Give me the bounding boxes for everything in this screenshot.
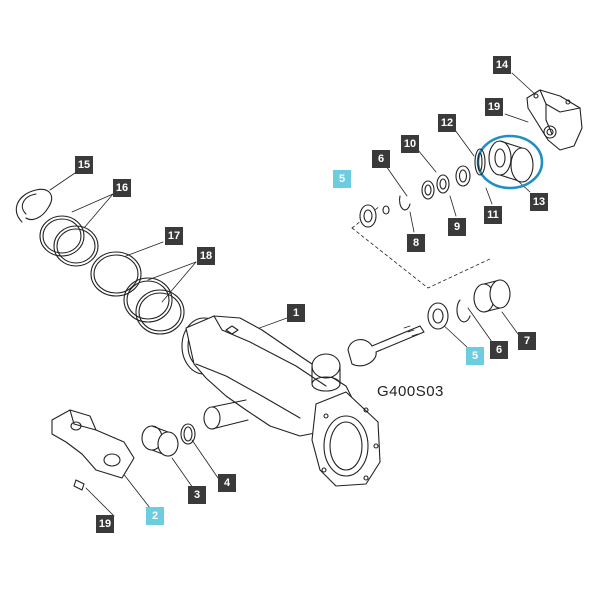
- part-6-snap-ring-lower: [456, 299, 471, 323]
- part-10-washer: [436, 174, 450, 194]
- callout-2-highlighted: 2: [146, 507, 164, 525]
- callout-5-lower-highlighted: 5: [466, 347, 484, 365]
- callout-6-lower: 6: [490, 341, 508, 359]
- part-1-axle-housing: [181, 315, 381, 487]
- drawing-code-label: G400S03: [377, 383, 444, 400]
- callout-12: 12: [438, 114, 456, 132]
- callout-14: 14: [493, 56, 511, 74]
- callout-11: 11: [484, 206, 502, 224]
- callout-6: 6: [372, 150, 390, 168]
- callout-7: 7: [518, 332, 536, 350]
- callout-18: 18: [197, 247, 215, 265]
- part-14-bracket: [526, 89, 583, 151]
- part-18-ring-a: [123, 277, 173, 323]
- part-7-bushing: [473, 279, 511, 313]
- part-11-bearing: [455, 165, 471, 187]
- part-6-snap-ring-top: [399, 195, 411, 211]
- part-16-ring-a: [39, 215, 85, 257]
- part-12-seal: [474, 148, 486, 176]
- part-17-ring: [90, 251, 142, 297]
- part-9-washer: [421, 180, 435, 200]
- part-18-ring-b: [135, 289, 185, 335]
- part-19-grease-nipple: [73, 479, 85, 491]
- part-3-bushing: [141, 425, 179, 457]
- callout-9: 9: [448, 218, 466, 236]
- part-8-pin: [382, 205, 390, 215]
- callout-4: 4: [218, 474, 236, 492]
- part-2-bracket: [51, 409, 135, 479]
- callout-19-lower: 19: [96, 515, 114, 533]
- leader-lines: [49, 72, 539, 517]
- callout-10: 10: [401, 135, 419, 153]
- part-4-seal-ring: [180, 423, 196, 445]
- part-15-circlip: [15, 188, 53, 223]
- callout-15: 15: [75, 156, 93, 174]
- callout-1: 1: [287, 304, 305, 322]
- part-5-bearing-top: [359, 204, 377, 228]
- callout-5-highlighted: 5: [333, 170, 351, 188]
- callout-17: 17: [165, 227, 183, 245]
- callout-16: 16: [113, 179, 131, 197]
- part-13-bushing: [488, 140, 534, 183]
- callout-3: 3: [188, 486, 206, 504]
- callout-8: 8: [407, 234, 425, 252]
- drive-shaft: [347, 325, 425, 367]
- part-16-ring-b: [53, 225, 99, 267]
- callout-13: 13: [530, 193, 548, 211]
- part-5-bearing-lower: [427, 302, 449, 330]
- callout-19: 19: [485, 98, 503, 116]
